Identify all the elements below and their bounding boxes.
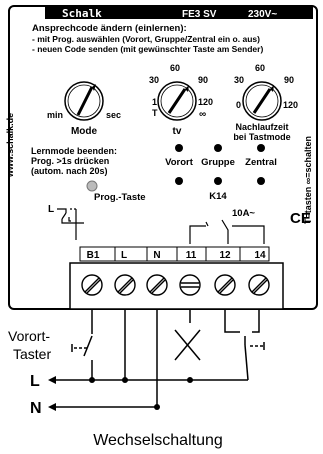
learn-mode-line-1: Lernmode beenden:	[31, 146, 117, 156]
nachlauf-tick-120: 120	[283, 100, 298, 110]
voltage-label: 230V~	[248, 9, 277, 20]
nachlauf-tick-0: 0	[236, 100, 241, 110]
tv-tick-90: 90	[198, 75, 208, 85]
taster-label-2: Taster	[13, 346, 51, 362]
junction-dots	[89, 377, 193, 410]
screw-n	[146, 274, 168, 296]
mode-sec-label: sec	[106, 110, 121, 120]
prog-taste-label: Prog.-Taste	[94, 192, 146, 203]
k14-led	[214, 177, 222, 185]
l-line-arrow	[48, 376, 56, 384]
tv-tick-60: 60	[170, 63, 180, 73]
terminal-label-12: 12	[219, 250, 231, 261]
screw-11	[179, 274, 201, 296]
screw-b1	[81, 274, 103, 296]
mode-label: Mode	[71, 126, 98, 137]
taster-label-1: Vorort-	[8, 328, 50, 344]
k14-label: K14	[209, 191, 227, 202]
header-bar	[45, 7, 313, 19]
screw-14	[248, 274, 270, 296]
learn-mode-line-2: Prog. >1s drücken	[31, 156, 109, 166]
zentral-led-label: Zentral	[245, 157, 277, 168]
vorort-led	[175, 144, 183, 152]
model-label: FE3 SV	[182, 9, 217, 20]
instruction-line-3: - neuen Code senden (mit gewünschter Tas…	[32, 44, 263, 54]
relay-rating: 10A~	[232, 208, 255, 219]
tv-dial[interactable]	[157, 81, 197, 121]
tv-tick-t: T	[152, 108, 158, 118]
internal-prog-switch: L	[48, 204, 84, 240]
terminal-label-row	[79, 246, 270, 262]
terminal-label-11: 11	[186, 250, 197, 261]
nachlauf-label-1: Nachlaufzeit	[235, 122, 288, 132]
tv-tick-1: 1	[152, 97, 157, 107]
svg-text:L: L	[48, 204, 54, 215]
external-wiring	[52, 309, 265, 408]
gruppe-led-label: Gruppe	[201, 157, 235, 168]
nachlauf-tick-30: 30	[234, 75, 244, 85]
mode-side-label: T=tasten ∞=schalten	[303, 136, 313, 224]
learn-mode-line-3: (autom. nach 20s)	[31, 166, 108, 176]
prog-button[interactable]	[86, 180, 98, 192]
tv-tick-infinity: ∞	[199, 109, 206, 120]
screw-l	[114, 274, 136, 296]
instruction-line-1: Ansprechcode ändern (einlernen):	[32, 23, 187, 34]
ce-mark: CE	[290, 210, 311, 227]
nachlauf-tick-90: 90	[284, 75, 294, 85]
website-label: www.schalk.de	[5, 113, 15, 178]
zentral-status-led	[257, 177, 265, 185]
brand-logo: Schalk	[62, 7, 102, 20]
vorort-status-led	[175, 177, 183, 185]
terminal-label-l: L	[121, 250, 127, 261]
nachlauf-tick-60: 60	[255, 63, 265, 73]
mode-dial[interactable]	[64, 81, 104, 121]
zentral-led	[257, 144, 265, 152]
nachlauf-label-2: bei Tastmode	[233, 132, 290, 142]
mode-min-label: min	[47, 110, 63, 120]
terminal-label-b1: B1	[87, 250, 100, 261]
instruction-line-2: - mit Prog. auswählen (Vorort, Gruppe/Ze…	[32, 34, 260, 44]
terminal-label-14: 14	[254, 250, 266, 261]
terminal-block	[69, 262, 284, 310]
tv-label: tv	[173, 126, 182, 137]
tv-tick-30: 30	[149, 75, 159, 85]
screw-12	[214, 274, 236, 296]
gruppe-led	[214, 144, 222, 152]
tv-tick-120: 120	[198, 97, 213, 107]
n-line-label: N	[30, 400, 42, 417]
terminal-label-n: N	[153, 250, 160, 261]
l-line-label: L	[30, 373, 40, 390]
nachlauf-dial[interactable]	[242, 81, 282, 121]
vorort-led-label: Vorort	[165, 157, 194, 168]
diagram-caption: Wechselschaltung	[93, 432, 223, 449]
n-line-arrow	[48, 403, 56, 411]
terminal-screws	[81, 274, 270, 296]
relay-contact	[189, 219, 265, 244]
